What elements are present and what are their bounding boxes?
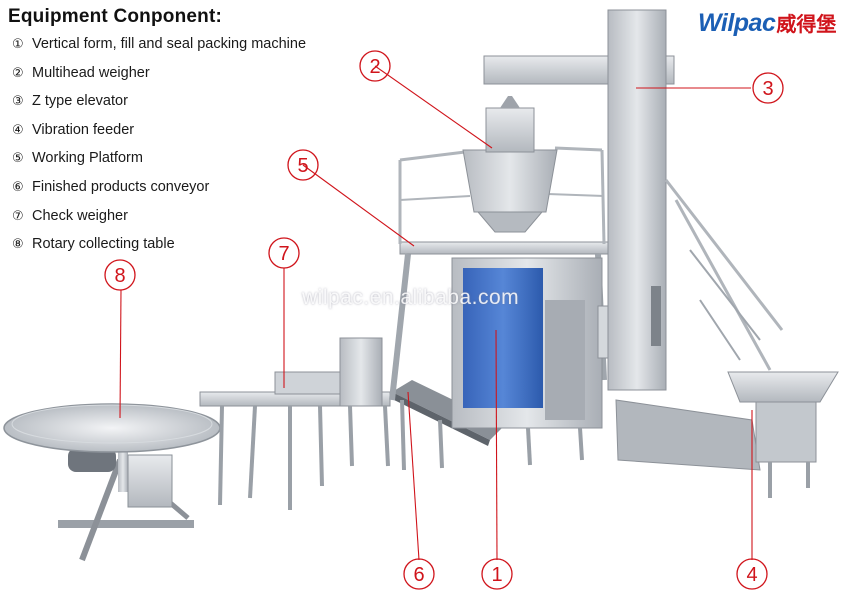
item-marker: ⑧ (12, 236, 24, 252)
callout-number: 2 (369, 56, 380, 78)
list-item: ⑤ Working Platform (12, 150, 306, 179)
list-item: ⑥ Finished products conveyor (12, 179, 306, 208)
item-marker: ④ (12, 121, 24, 137)
item-marker: ② (12, 64, 24, 80)
callout-number: 1 (491, 564, 502, 586)
callout-1: 1 (481, 558, 513, 590)
callout-number: 7 (278, 243, 289, 265)
multihead-weigher (462, 96, 558, 233)
callout-7: 7 (268, 237, 300, 269)
item-label: Check weigher (32, 207, 128, 224)
component-list: ① Vertical form, fill and seal packing ma… (12, 36, 306, 265)
page-title: Equipment Conponent: (8, 6, 223, 27)
vibration-feeder (727, 371, 839, 498)
item-label: Rotary collecting table (32, 236, 175, 253)
list-item: ④ Vibration feeder (12, 122, 306, 151)
callout-3: 3 (752, 72, 784, 104)
list-item: ⑧ Rotary collecting table (12, 236, 306, 265)
item-label: Z type elevator (32, 93, 128, 110)
watermark: wilpac.en.alibaba.com (302, 286, 520, 309)
callout-number: 8 (114, 265, 125, 287)
item-label: Finished products conveyor (32, 178, 210, 195)
list-item: ③ Z type elevator (12, 93, 306, 122)
brand-logo: Wilpac威得堡 (698, 8, 836, 38)
brand-name-latin: Wilpac (698, 9, 776, 37)
callout-number: 4 (746, 564, 757, 586)
item-marker: ⑦ (12, 207, 24, 223)
brand-name-cjk: 威得堡 (776, 14, 837, 36)
callout-2: 2 (359, 50, 391, 82)
callout-4: 4 (736, 558, 768, 590)
callout-5: 5 (287, 149, 319, 181)
item-marker: ⑥ (12, 178, 24, 194)
item-label: Vibration feeder (32, 121, 135, 138)
callout-8: 8 (104, 259, 136, 291)
item-marker: ① (12, 36, 24, 51)
check-weigher (199, 337, 391, 510)
item-label: Multihead weigher (32, 64, 150, 81)
callout-leaders (119, 65, 753, 561)
item-label: Vertical form, fill and seal packing mac… (32, 36, 307, 52)
list-item: ① Vertical form, fill and seal packing ma… (12, 36, 306, 65)
item-marker: ③ (12, 93, 24, 109)
callout-number: 6 (413, 564, 424, 586)
rotary-collecting-table (3, 403, 221, 562)
item-marker: ⑤ (12, 150, 24, 166)
callout-number: 3 (762, 78, 773, 100)
list-item: ⑦ Check weigher (12, 208, 306, 237)
z-type-elevator (483, 9, 784, 471)
callout-number: 5 (297, 155, 308, 177)
item-label: Working Platform (32, 150, 143, 167)
list-item: ② Multihead weigher (12, 65, 306, 94)
callout-6: 6 (403, 558, 435, 590)
